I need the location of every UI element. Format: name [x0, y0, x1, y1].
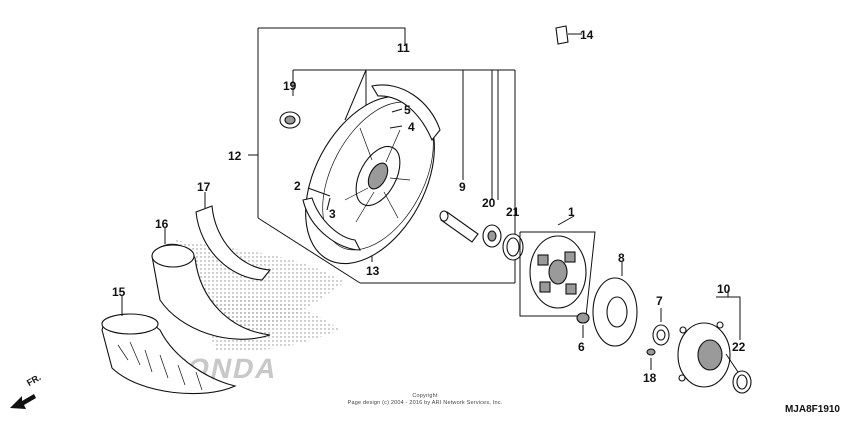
callout-8: 8: [618, 251, 625, 265]
callout-16: 16: [155, 217, 169, 231]
nut-6: [576, 312, 590, 338]
callout-14: 14: [580, 28, 594, 42]
callout-10: 10: [717, 282, 731, 296]
callout-17: 17: [197, 180, 211, 194]
callout-19: 19: [283, 79, 297, 93]
rear-wheel-rim: [302, 84, 441, 265]
copyright-line-2: Page design (c) 2004 - 2016 by ARI Netwo…: [347, 400, 503, 406]
leader-lines: [121, 33, 739, 373]
callout-labels: 1 2 3 4 5 6 7 8 9 10 11 12 13 14 15 16 1…: [112, 28, 746, 385]
tube-16: [151, 243, 271, 340]
sprocket-8: [592, 262, 638, 347]
callout-20: 20: [482, 196, 496, 210]
callout-21: 21: [506, 205, 520, 219]
callout-9: 9: [459, 180, 466, 194]
callout-7: 7: [656, 294, 663, 308]
callout-3: 3: [329, 207, 336, 221]
callout-2: 2: [294, 179, 301, 193]
front-direction-arrow: [10, 394, 36, 409]
callout-12: 12: [228, 149, 242, 163]
flange-10: [677, 290, 741, 388]
collar-9: [439, 210, 479, 243]
callout-4: 4: [408, 120, 415, 134]
callout-13: 13: [366, 264, 380, 278]
diagram-code: MJA8F1910: [784, 404, 840, 415]
callout-6: 6: [578, 340, 585, 354]
callout-11: 11: [397, 41, 410, 55]
callout-18: 18: [643, 371, 657, 385]
damper-set-1: [519, 215, 596, 317]
rim-band-17: [195, 205, 272, 281]
callout-15: 15: [112, 285, 126, 299]
copyright-line-1: Copyright: [412, 393, 438, 399]
tire-15: [101, 313, 237, 395]
callout-22: 22: [732, 340, 746, 354]
callout-1: 1: [568, 205, 575, 219]
bearing-19: [279, 111, 301, 129]
bolt-18: [646, 348, 656, 370]
callout-5: 5: [404, 103, 411, 117]
valve-cap-14: [555, 25, 578, 45]
bearing-20: [482, 224, 502, 248]
